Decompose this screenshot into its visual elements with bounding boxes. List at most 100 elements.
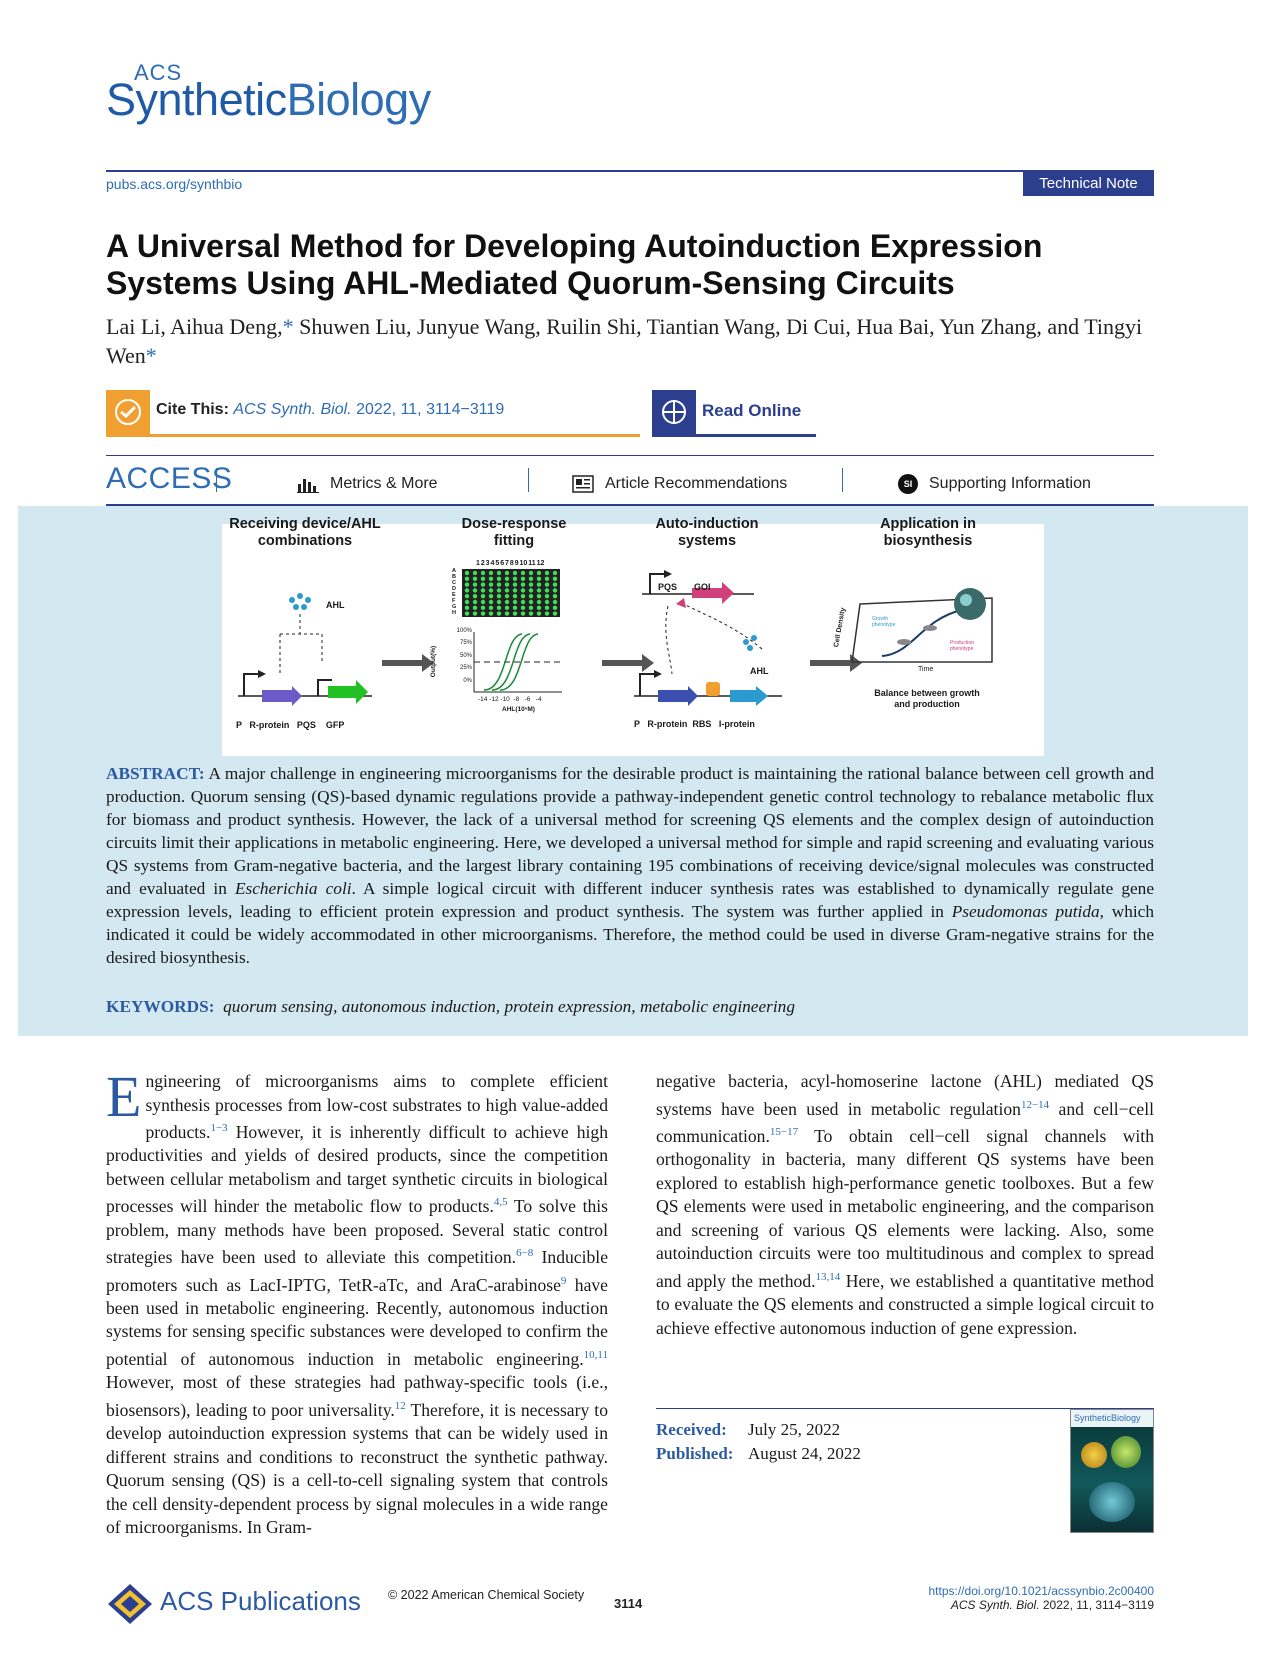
well: [480, 582, 486, 587]
body-text: ngineering of microorganisms aims to com…: [145, 1071, 608, 1142]
citation-link[interactable]: 1−3: [210, 1122, 228, 1134]
cite-this-label: Cite This:: [156, 401, 229, 418]
well: [520, 605, 526, 610]
toc-heading-2b: fitting: [493, 533, 535, 549]
cite-this-box[interactable]: [106, 390, 640, 437]
ahl-label: AHL: [326, 600, 345, 610]
body-text: To obtain cell−cell signal channels with…: [656, 1125, 1154, 1291]
well: [464, 576, 470, 581]
y-tick: 0%: [463, 677, 472, 684]
well: [464, 611, 470, 616]
balance-label-b: and production: [894, 699, 960, 709]
well: [488, 570, 494, 576]
journal-url-link[interactable]: pubs.acs.org/synthbio: [106, 176, 243, 192]
y-tick: 75%: [459, 640, 472, 647]
circuit-1-labels: P R-protein PQS GFP: [236, 720, 345, 730]
cite-journal[interactable]: ACS Synth. Biol.: [233, 401, 352, 418]
circuit-3-labels: P R-protein RBS I-protein: [634, 719, 755, 729]
body-text: However, it is inherently difficult to a…: [106, 1121, 608, 1217]
dose-response-plot: [473, 632, 562, 693]
ahl-label-2: AHL: [750, 666, 769, 676]
well: [528, 594, 534, 599]
well: [488, 576, 494, 581]
corresponding-author-mark[interactable]: *: [145, 343, 157, 368]
well: [480, 588, 486, 593]
well: [528, 570, 534, 576]
metrics-more-link[interactable]: Metrics & More: [330, 475, 438, 492]
pqs-label: PQS: [658, 582, 678, 592]
body-text: However, most of these strategies had pa…: [106, 1372, 608, 1420]
dates-rule: [656, 1408, 1154, 1409]
goi-label: GOI: [694, 582, 711, 592]
received-date: July 25, 2022: [748, 1420, 841, 1439]
well: [512, 570, 518, 576]
body-text: Inducible promoters such as LacI-IPTG, T…: [106, 1247, 608, 1295]
well: [544, 594, 550, 599]
toc-heading-3a: Auto-induction: [655, 516, 759, 532]
well: [528, 582, 534, 587]
well: [480, 594, 486, 599]
receiving-device-diagram: [238, 593, 372, 706]
author-list: Lai Li, Aihua Deng,* Shuwen Liu, Junyue …: [106, 312, 1154, 370]
well: [472, 576, 478, 581]
citation-link[interactable]: 9: [560, 1274, 567, 1287]
well: [512, 605, 518, 610]
well: [504, 599, 510, 605]
well: [480, 599, 486, 605]
well: [480, 570, 486, 576]
read-online-box[interactable]: [652, 390, 816, 437]
well: [528, 576, 534, 581]
abstract-part-a: A major challenge in engineering microor…: [106, 764, 1154, 898]
corresponding-author-mark[interactable]: *: [282, 314, 294, 339]
well: [488, 599, 494, 605]
doi-link[interactable]: https://doi.org/10.1021/acssynbio.2c0040…: [928, 1584, 1155, 1598]
abstract-lead: ABSTRACT:: [106, 764, 205, 783]
received-label: Received:: [656, 1420, 727, 1439]
cite-this-text: Cite This: ACS Synth. Biol. 2022, 11, 31…: [156, 401, 504, 419]
well: [544, 605, 550, 610]
well: [512, 582, 518, 587]
well: [472, 594, 478, 599]
well: [504, 576, 510, 581]
well: [496, 588, 502, 593]
well: [552, 588, 558, 593]
y-tick: 100%: [456, 628, 472, 634]
article-recommendations-link[interactable]: Article Recommendations: [605, 475, 788, 492]
abstract-species-putida: Pseudomonas putida: [951, 902, 1100, 921]
footer-cite-volume: 2022, 11, 3114−3119: [1039, 1598, 1154, 1612]
citation-link[interactable]: 12: [394, 1399, 406, 1412]
citation-link[interactable]: 13,14: [815, 1270, 841, 1283]
well: [464, 605, 470, 610]
citation-link[interactable]: 6−8: [516, 1247, 534, 1260]
journal-cover-thumbnail[interactable]: SyntheticBiology: [1070, 1409, 1154, 1533]
keywords-lead: KEYWORDS:: [106, 997, 215, 1016]
well: [552, 605, 558, 610]
cite-volume-pages[interactable]: 2022, 11, 3114−3119: [356, 401, 505, 418]
supporting-information-link[interactable]: Supporting Information: [929, 475, 1091, 492]
well: [552, 582, 558, 587]
bar-chart-icon: [297, 475, 319, 498]
body-text: Therefore, it is necessary to develop au…: [106, 1399, 608, 1538]
well: [536, 594, 542, 599]
citation-link[interactable]: 4,5: [493, 1196, 508, 1209]
acs-logo-icon: [106, 1582, 154, 1631]
citation-link[interactable]: 10,11: [583, 1348, 608, 1361]
well: [552, 570, 558, 576]
well: [536, 599, 542, 605]
read-online-link[interactable]: Read Online: [702, 401, 802, 420]
globe-icon: [652, 390, 696, 434]
well: [464, 599, 470, 605]
footer-cite-journal: ACS Synth. Biol.: [950, 1598, 1040, 1612]
body-text: have been used in metabolic engineering.…: [106, 1274, 608, 1369]
well: [544, 570, 550, 576]
well: [536, 570, 542, 576]
flow-arrow: [602, 654, 654, 672]
well: [536, 582, 542, 587]
citation-link[interactable]: 12−14: [1020, 1098, 1050, 1111]
well: [536, 576, 542, 581]
well: [504, 611, 510, 616]
citation-link[interactable]: 15−17: [769, 1125, 799, 1138]
flow-arrow: [810, 654, 862, 672]
access-rule-bottom: [106, 504, 1154, 506]
